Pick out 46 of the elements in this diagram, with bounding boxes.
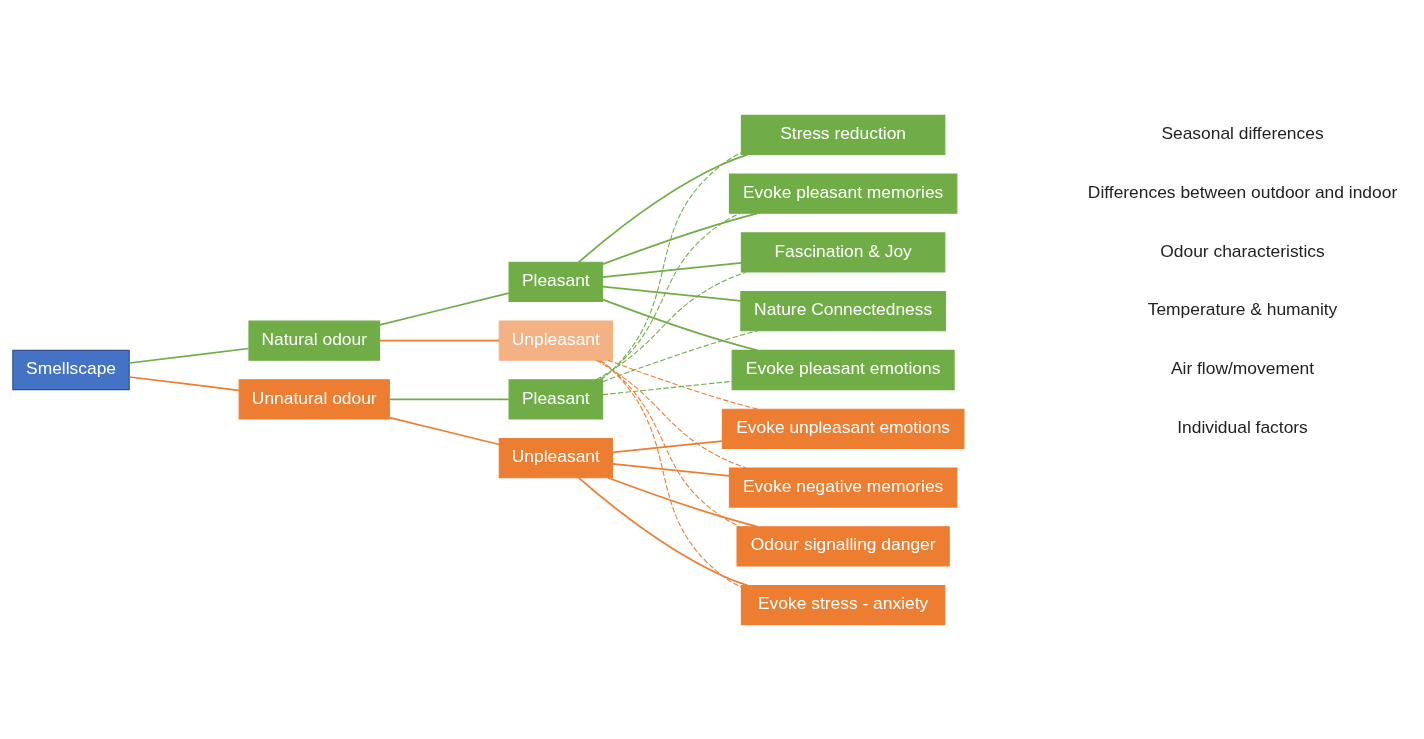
label: Individual factors bbox=[1177, 416, 1308, 437]
label: Differences between outdoor and indoor bbox=[1087, 181, 1398, 202]
label: Temperature & humanity bbox=[1147, 298, 1338, 319]
connector bbox=[599, 151, 742, 380]
connector bbox=[378, 339, 500, 341]
connector bbox=[602, 380, 733, 395]
node-box: Evoke stress - anxiety bbox=[740, 584, 946, 625]
connector bbox=[611, 462, 731, 477]
connector bbox=[577, 153, 749, 263]
node-box: Unpleasant bbox=[498, 437, 613, 478]
connector bbox=[577, 476, 749, 586]
label: Seasonal differences bbox=[1161, 122, 1324, 143]
connector bbox=[595, 271, 747, 380]
node-box: Evoke pleasant emotions bbox=[731, 349, 955, 390]
node-box: Stress reduction bbox=[740, 114, 946, 155]
node-box: Evoke pleasant memories bbox=[728, 173, 958, 214]
connector bbox=[598, 212, 741, 380]
connector bbox=[601, 261, 743, 278]
connector bbox=[599, 359, 742, 588]
connector bbox=[598, 359, 741, 527]
connector bbox=[607, 476, 759, 527]
node-box: Pleasant bbox=[508, 261, 604, 302]
connector bbox=[128, 347, 250, 364]
connector bbox=[611, 439, 724, 453]
node-box: Odour signalling danger bbox=[736, 525, 950, 566]
connector bbox=[388, 398, 510, 400]
connector bbox=[602, 212, 759, 265]
connector bbox=[602, 298, 759, 351]
node-box: Pleasant bbox=[508, 378, 604, 419]
label: Air flow/movement bbox=[1170, 357, 1315, 378]
node-box: Natural odour bbox=[248, 320, 381, 361]
connector bbox=[607, 359, 758, 410]
node-box: Unpleasant bbox=[498, 320, 613, 361]
connector bbox=[128, 375, 240, 391]
node-box: Evoke unpleasant emotions bbox=[721, 408, 965, 449]
connector bbox=[378, 291, 510, 326]
node-box: Smellscape bbox=[12, 349, 130, 390]
node-box: Evoke negative memories bbox=[728, 466, 958, 508]
connector bbox=[602, 329, 758, 382]
label: Odour characteristics bbox=[1160, 240, 1325, 261]
node-box: Fascination & Joy bbox=[740, 231, 946, 273]
connector bbox=[601, 285, 742, 302]
node-box: Unnatural odour bbox=[238, 378, 390, 419]
node-box: Nature Connectedness bbox=[740, 290, 946, 331]
connector bbox=[595, 359, 747, 468]
connector bbox=[388, 416, 501, 445]
